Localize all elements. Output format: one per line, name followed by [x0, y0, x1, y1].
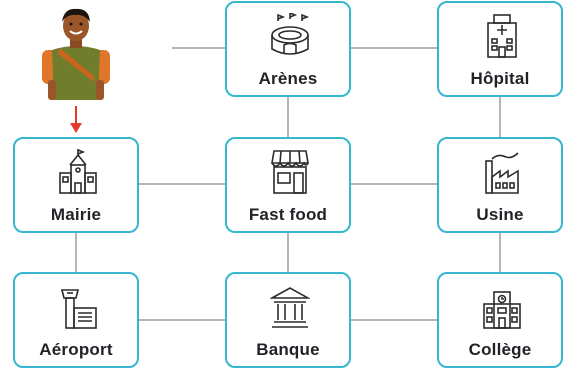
node-fastfood[interactable]: Fast food: [225, 137, 351, 233]
arrow-down-icon: [70, 106, 82, 133]
factory-icon: [485, 152, 519, 194]
node-usine[interactable]: Usine: [437, 137, 563, 233]
label-mairie: Mairie: [50, 205, 102, 224]
town-hall-icon: [59, 149, 97, 194]
airport-icon: [60, 289, 97, 329]
label-usine: Usine: [476, 205, 524, 224]
node-college[interactable]: Collège: [437, 272, 563, 368]
label-hopital: Hôpital: [470, 69, 530, 88]
label-banque: Banque: [256, 340, 320, 359]
node-arenes[interactable]: Arènes: [225, 1, 351, 97]
label-college: Collège: [468, 340, 532, 359]
node-banque[interactable]: Banque: [225, 272, 351, 368]
node-mairie[interactable]: Mairie: [13, 137, 139, 233]
label-arenes: Arènes: [258, 69, 318, 88]
person-icon: [42, 8, 110, 100]
node-hopital[interactable]: Hôpital: [437, 1, 563, 97]
label-aeroport: Aéroport: [39, 340, 113, 359]
bank-icon: [270, 287, 310, 328]
label-fastfood: Fast food: [248, 205, 328, 224]
hospital-icon: [487, 14, 517, 58]
shop-icon: [271, 150, 309, 194]
node-aeroport[interactable]: Aéroport: [13, 272, 139, 368]
school-icon: [483, 291, 521, 329]
stadium-icon: [271, 13, 310, 55]
